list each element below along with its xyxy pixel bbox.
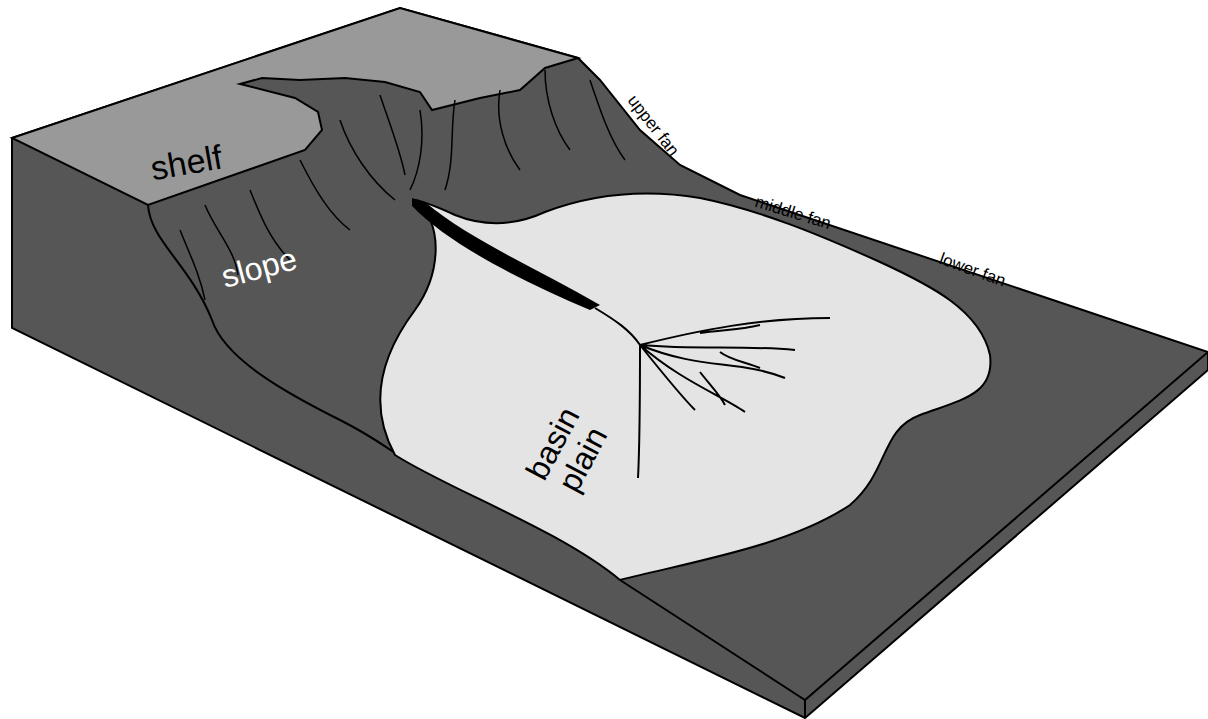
shelf-surface [12, 8, 578, 205]
feeder-channel [412, 198, 600, 310]
slope-front-edge [148, 205, 420, 468]
slope-gullies [180, 70, 625, 300]
block-body [12, 8, 1208, 718]
distributary-channels [595, 308, 830, 478]
basin-plain-area [380, 193, 990, 580]
